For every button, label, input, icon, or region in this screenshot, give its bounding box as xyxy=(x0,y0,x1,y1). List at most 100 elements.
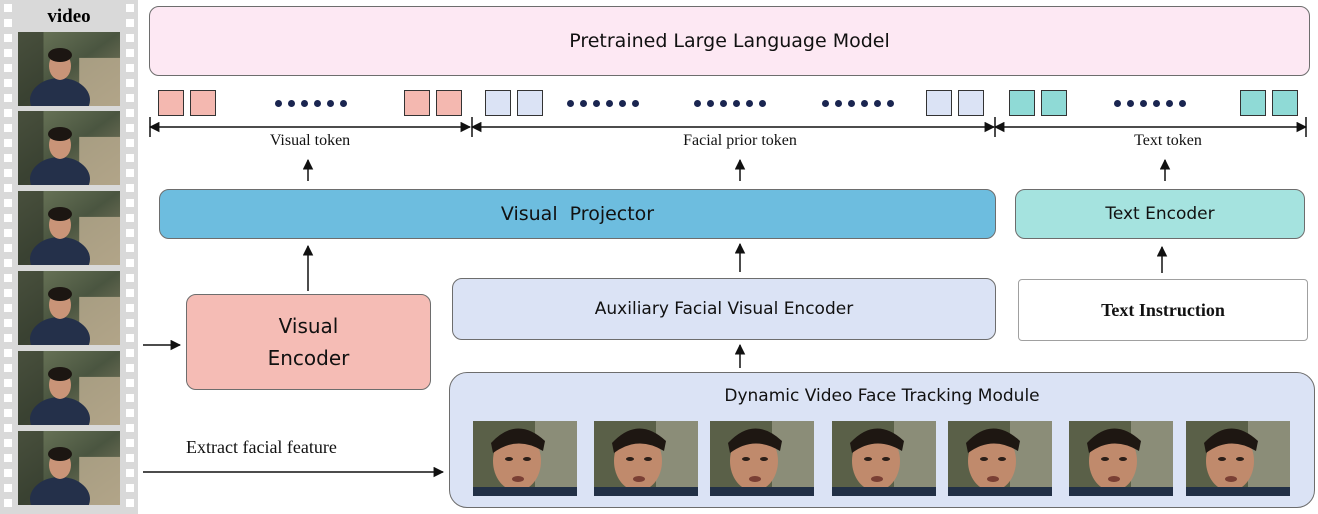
film-hole xyxy=(4,499,12,507)
token-square xyxy=(517,90,543,116)
film-hole xyxy=(4,484,12,492)
ellipsis-dot xyxy=(327,100,334,107)
ellipsis-dot xyxy=(1179,100,1186,107)
ellipsis-dot xyxy=(619,100,626,107)
film-hole xyxy=(126,4,134,12)
visual-token-label: Visual token xyxy=(269,132,351,149)
film-hole xyxy=(4,109,12,117)
face-tracking-module-label: Dynamic Video Face Tracking Module xyxy=(724,386,1040,406)
video-frame xyxy=(18,351,120,425)
film-hole xyxy=(126,34,134,42)
film-hole xyxy=(126,499,134,507)
film-hole xyxy=(4,34,12,42)
ellipsis-dot xyxy=(746,100,753,107)
film-hole xyxy=(126,394,134,402)
visual-encoder-label-line1: Visual xyxy=(278,314,339,338)
film-hole xyxy=(126,244,134,252)
ellipsis-dot xyxy=(733,100,740,107)
ellipsis-dot xyxy=(314,100,321,107)
extract-facial-feature-label: Extract facial feature xyxy=(186,437,337,457)
film-hole xyxy=(126,109,134,117)
film-hole xyxy=(4,424,12,432)
film-hole xyxy=(4,289,12,297)
face-crop-image xyxy=(1186,421,1290,496)
ellipsis-dot xyxy=(759,100,766,107)
ellipsis-dot xyxy=(694,100,701,107)
aux-facial-encoder-label: Auxiliary Facial Visual Encoder xyxy=(594,299,854,319)
video-frame xyxy=(18,431,120,505)
film-hole xyxy=(126,259,134,267)
llm-label: Pretrained Large Language Model xyxy=(569,30,890,52)
ellipsis-dot xyxy=(887,100,894,107)
film-hole xyxy=(4,4,12,12)
aux-facial-encoder-box: Auxiliary Facial Visual Encoder xyxy=(452,278,996,340)
text-encoder-box: Text Encoder xyxy=(1015,189,1305,239)
film-hole xyxy=(4,124,12,132)
film-hole xyxy=(4,319,12,327)
token-square xyxy=(436,90,462,116)
film-hole xyxy=(4,349,12,357)
film-hole xyxy=(4,214,12,222)
visual-projector-box: Visual Projector xyxy=(159,189,996,239)
film-hole xyxy=(126,199,134,207)
film-hole xyxy=(4,274,12,282)
token-square xyxy=(926,90,952,116)
film-hole xyxy=(4,94,12,102)
token-square xyxy=(190,90,216,116)
film-hole xyxy=(126,424,134,432)
film-hole xyxy=(126,469,134,477)
film-hole xyxy=(126,49,134,57)
film-hole xyxy=(4,154,12,162)
film-hole xyxy=(126,79,134,87)
ellipsis-dot xyxy=(1127,100,1134,107)
face-crop-image xyxy=(594,421,698,496)
film-hole xyxy=(4,199,12,207)
film-hole xyxy=(4,364,12,372)
film-hole xyxy=(126,379,134,387)
face-crop-image xyxy=(832,421,936,496)
film-hole xyxy=(126,139,134,147)
video-film-strip: video xyxy=(0,0,138,514)
film-hole xyxy=(4,304,12,312)
ellipsis-dot xyxy=(848,100,855,107)
ellipsis-dot xyxy=(288,100,295,107)
ellipsis-dot xyxy=(1166,100,1173,107)
film-hole xyxy=(126,154,134,162)
ellipsis-dot xyxy=(1153,100,1160,107)
facial-prior-token-label: Facial prior token xyxy=(683,132,797,149)
film-hole xyxy=(4,469,12,477)
text-encoder-label: Text Encoder xyxy=(1105,204,1215,224)
film-hole xyxy=(126,409,134,417)
face-crop-image xyxy=(473,421,577,496)
film-hole xyxy=(4,409,12,417)
film-hole xyxy=(126,169,134,177)
film-hole xyxy=(4,379,12,387)
film-hole xyxy=(4,19,12,27)
film-hole xyxy=(126,349,134,357)
token-square xyxy=(1041,90,1067,116)
ellipsis-dot xyxy=(632,100,639,107)
film-hole xyxy=(126,319,134,327)
visual-projector-label: Visual Projector xyxy=(500,203,655,225)
film-hole xyxy=(126,124,134,132)
text-instruction-label: Text Instruction xyxy=(1101,299,1225,320)
ellipsis-dot xyxy=(1140,100,1147,107)
ellipsis-dot xyxy=(835,100,842,107)
token-square xyxy=(404,90,430,116)
token-square xyxy=(1240,90,1266,116)
token-square xyxy=(158,90,184,116)
token-square xyxy=(958,90,984,116)
film-hole xyxy=(4,244,12,252)
ellipsis-dot xyxy=(580,100,587,107)
token-square xyxy=(1272,90,1298,116)
ellipsis-dot xyxy=(707,100,714,107)
face-crop-image xyxy=(948,421,1052,496)
film-hole xyxy=(4,139,12,147)
token-square xyxy=(485,90,511,116)
ellipsis-dot xyxy=(340,100,347,107)
film-hole xyxy=(126,364,134,372)
video-frame xyxy=(18,32,120,106)
ellipsis-dot xyxy=(1114,100,1121,107)
film-hole xyxy=(4,79,12,87)
film-hole xyxy=(126,64,134,72)
